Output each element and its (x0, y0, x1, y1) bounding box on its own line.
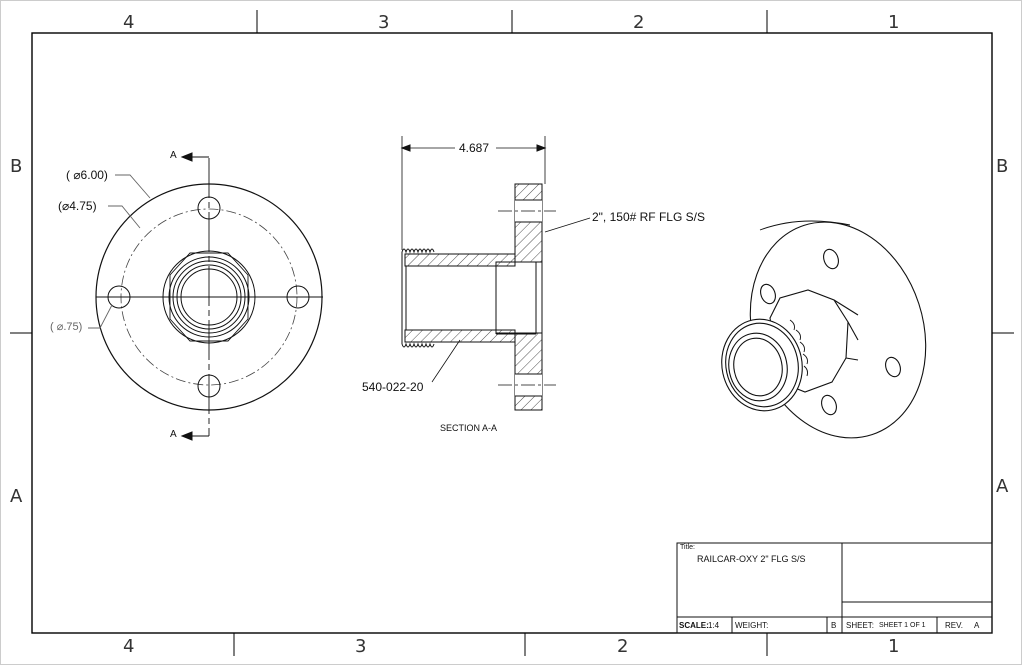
sheet-size: B (831, 621, 837, 630)
section-marker-bottom: A (170, 429, 177, 440)
zone-label-bottom-1: 1 (888, 636, 900, 657)
scale-label: SCALE: (679, 621, 709, 630)
section-caption: SECTION A-A (440, 423, 498, 433)
sheet-label: SHEET: (846, 621, 875, 630)
zone-label-bottom-2: 2 (617, 636, 629, 657)
part-number-callout: 540-022-20 (362, 380, 424, 394)
sheet-value: SHEET 1 OF 1 (879, 622, 926, 629)
rev-label: REV. (945, 621, 963, 630)
weight-label: WEIGHT: (735, 621, 769, 630)
front-view-leaders (88, 174, 151, 329)
title-block-lines (676, 542, 993, 634)
dim-outer-diameter: ( ⌀6.00) (66, 168, 108, 182)
zone-label-top-2: 2 (633, 12, 645, 33)
inner-frame (31, 32, 993, 634)
section-view (400, 136, 591, 411)
title-label: Title: (680, 544, 695, 551)
dim-hole-diameter: ( ⌀.75) (50, 321, 83, 333)
section-marker-top: A (170, 150, 177, 161)
flange-callout: 2", 150# RF FLG S/S (592, 210, 705, 224)
scale-value: 1:4 (708, 621, 720, 630)
zone-label-bottom-3: 3 (355, 636, 367, 657)
rev-value: A (974, 621, 980, 630)
zone-label-right-b: B (996, 156, 1009, 177)
isometric-view (721, 220, 927, 439)
zone-label-top-1: 1 (888, 12, 900, 33)
zone-label-top-3: 3 (378, 12, 390, 33)
dim-bolt-circle-diameter: (⌀4.75) (58, 199, 97, 213)
zone-ticks (10, 10, 1014, 656)
zone-label-left-a: A (10, 486, 23, 507)
zone-label-bottom-4: 4 (123, 636, 135, 657)
front-view (95, 152, 323, 441)
dim-overall-length: 4.687 (459, 141, 490, 155)
zone-label-right-a: A (996, 476, 1009, 497)
zone-label-left-b: B (10, 156, 23, 177)
drawing-title: RAILCAR-OXY 2" FLG S/S (697, 554, 806, 564)
zone-label-top-4: 4 (123, 12, 135, 33)
